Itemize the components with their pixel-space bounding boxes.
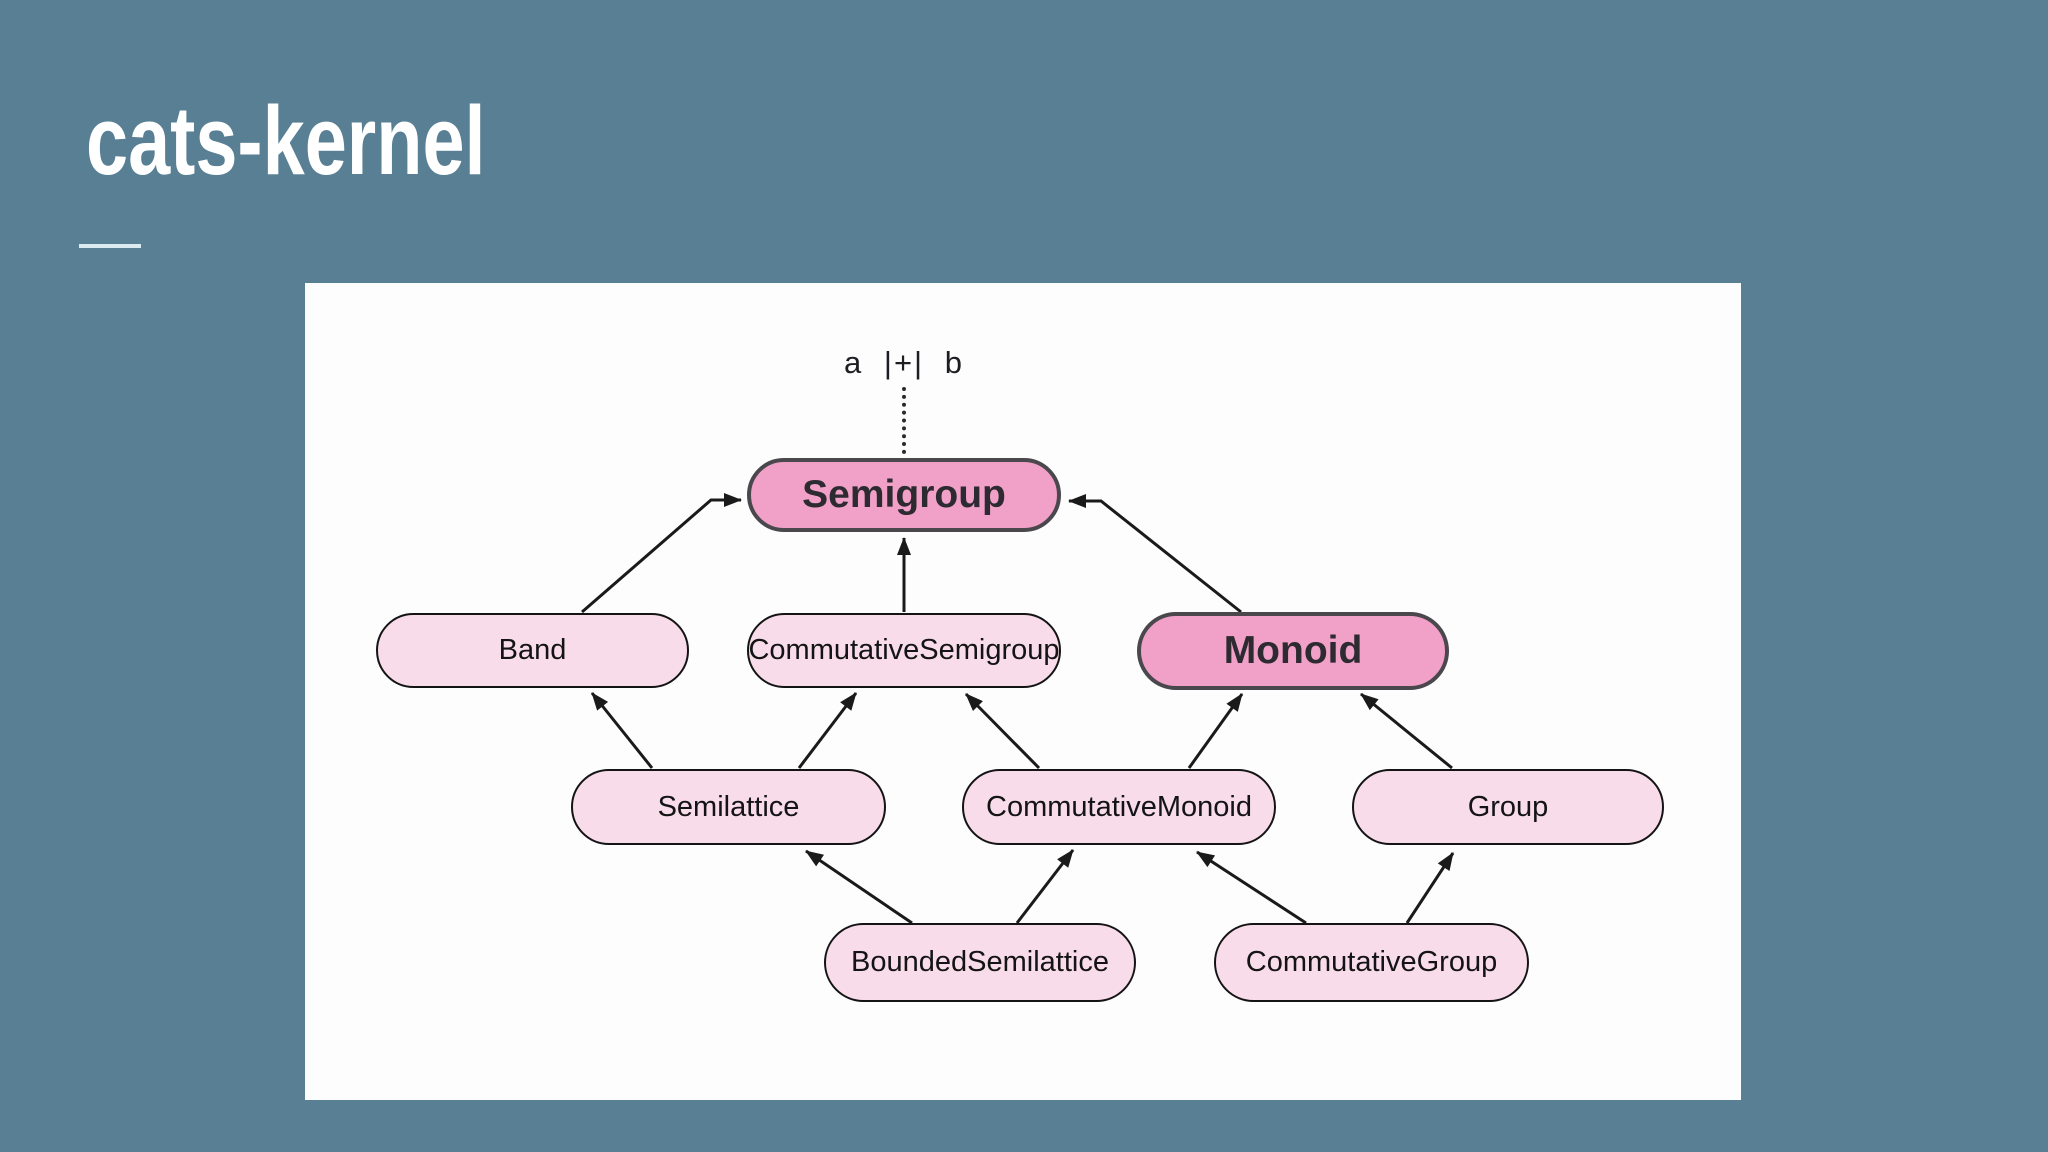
node-commutative-monoid: CommutativeMonoid bbox=[962, 769, 1276, 845]
edge-commutative-group-to-group bbox=[1405, 852, 1455, 924]
combine-operator-annotation: a |+| b bbox=[844, 345, 964, 380]
edge-commutative-group-to-commutative-monoid bbox=[1196, 850, 1307, 925]
node-commutative-semigroup: CommutativeSemigroup bbox=[747, 613, 1061, 688]
node-monoid: Monoid bbox=[1137, 612, 1449, 690]
node-band: Band bbox=[376, 613, 689, 688]
edge-band-to-semigroup bbox=[581, 493, 742, 614]
title-underline bbox=[79, 244, 141, 248]
node-semilattice: Semilattice bbox=[571, 769, 886, 845]
page-title: cats-kernel bbox=[86, 92, 598, 189]
edge-group-to-monoid bbox=[1360, 692, 1453, 770]
edge-bounded-semilattice-to-commutative-monoid bbox=[1015, 849, 1075, 924]
dotted-connector-line bbox=[902, 387, 906, 454]
edge-bounded-semilattice-to-semilattice bbox=[805, 849, 913, 925]
edge-semilattice-to-commutative-semigroup bbox=[797, 692, 858, 769]
node-semigroup: Semigroup bbox=[747, 458, 1061, 532]
edges-layer bbox=[581, 493, 1455, 925]
node-group: Group bbox=[1352, 769, 1664, 845]
edge-monoid-to-semigroup bbox=[1068, 494, 1242, 614]
edge-commutative-monoid-to-commutative-semigroup bbox=[964, 692, 1041, 770]
node-bounded-semilattice: BoundedSemilattice bbox=[824, 923, 1136, 1002]
node-commutative-group: CommutativeGroup bbox=[1214, 923, 1529, 1002]
edge-commutative-monoid-to-monoid bbox=[1187, 693, 1244, 769]
page-title-text: cats-kernel bbox=[86, 86, 486, 195]
edge-semilattice-to-band bbox=[590, 692, 654, 769]
